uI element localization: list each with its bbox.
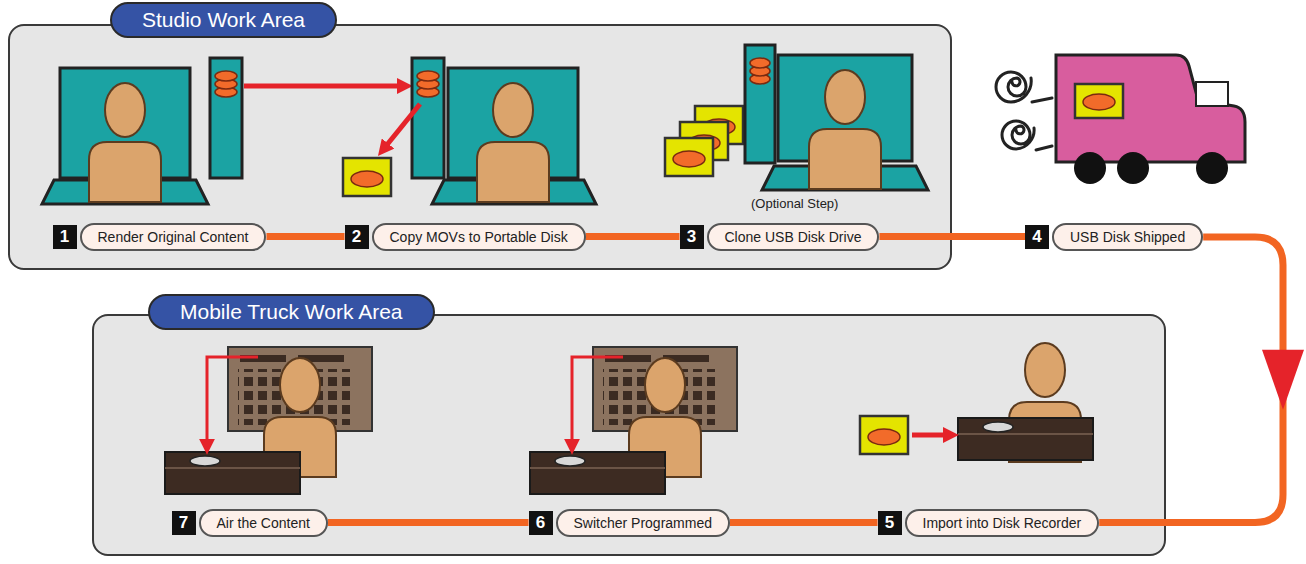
computer-tower bbox=[750, 58, 770, 68]
step-pill: 5Import into Disk Recorder bbox=[878, 509, 1100, 537]
motion-swirls bbox=[1002, 121, 1034, 149]
arrowhead bbox=[1262, 350, 1304, 410]
motion-swirls bbox=[996, 72, 1052, 150]
workstation bbox=[432, 68, 596, 204]
step-number: 5 bbox=[878, 511, 902, 535]
step-label: Clone USB Disk Drive bbox=[707, 223, 880, 251]
usb-disk bbox=[860, 416, 908, 454]
flow-connector bbox=[1099, 237, 1304, 523]
connector-line bbox=[879, 233, 1025, 240]
step-number: 4 bbox=[1025, 225, 1049, 249]
step-number: 2 bbox=[345, 225, 369, 249]
connector-line bbox=[586, 233, 680, 240]
connector-line bbox=[328, 519, 529, 526]
computer-tower bbox=[412, 58, 444, 178]
step-number: 7 bbox=[172, 511, 196, 535]
connector-line bbox=[730, 519, 878, 526]
step-pill: 2Copy MOVs to Portable Disk bbox=[345, 223, 586, 251]
flow-connector bbox=[586, 236, 680, 237]
computer-tower bbox=[745, 45, 775, 163]
person-figure bbox=[89, 83, 161, 202]
delivery-truck bbox=[1083, 94, 1115, 110]
workstation bbox=[42, 68, 208, 204]
step-label: Air the Content bbox=[199, 509, 328, 537]
step-label: Import into Disk Recorder bbox=[905, 509, 1100, 537]
import-arrow bbox=[912, 433, 946, 438]
flow-connector bbox=[266, 236, 344, 237]
delivery-truck bbox=[1056, 55, 1245, 162]
connector-line bbox=[266, 233, 344, 240]
step-pill: 6Switcher Programmed bbox=[529, 509, 731, 537]
area-heading: Mobile Truck Work Area bbox=[148, 294, 435, 330]
computer-tower bbox=[210, 58, 242, 178]
delivery-truck bbox=[1075, 84, 1123, 118]
step-note: (Optional Step) bbox=[751, 196, 838, 211]
step-label: Copy MOVs to Portable Disk bbox=[372, 223, 586, 251]
connector-line bbox=[1099, 237, 1283, 523]
delivery-truck bbox=[1196, 82, 1228, 106]
flow-connector bbox=[328, 522, 529, 523]
step-pill: 1Render Original Content bbox=[53, 223, 267, 251]
step-label: Render Original Content bbox=[80, 223, 267, 251]
step-number: 1 bbox=[53, 225, 77, 249]
flow-connector bbox=[730, 522, 878, 523]
person-figure bbox=[477, 83, 549, 202]
disk-recorder bbox=[958, 418, 1093, 460]
delivery-truck bbox=[1196, 152, 1228, 184]
delivery-truck bbox=[1056, 55, 1245, 184]
usb-disk bbox=[665, 138, 713, 176]
person-figure bbox=[809, 70, 881, 189]
step-label: Switcher Programmed bbox=[556, 509, 731, 537]
disk-recorder bbox=[165, 452, 300, 494]
control-arrow bbox=[207, 357, 258, 442]
step-pill: 4USB Disk Shipped bbox=[1025, 223, 1203, 251]
step-pill: 3Clone USB Disk Drive bbox=[680, 223, 880, 251]
copy-arrow bbox=[386, 104, 420, 146]
area-heading: Studio Work Area bbox=[110, 2, 337, 38]
computer-tower bbox=[745, 45, 775, 163]
motion-swirls bbox=[1032, 98, 1052, 102]
flow-connector bbox=[879, 236, 1025, 237]
step-label: USB Disk Shipped bbox=[1052, 223, 1203, 251]
copy-arrow bbox=[244, 84, 400, 89]
delivery-truck bbox=[1117, 152, 1149, 184]
motion-swirls bbox=[1036, 146, 1052, 150]
motion-swirls bbox=[996, 72, 1031, 102]
disk-recorder bbox=[530, 452, 665, 494]
step-number: 3 bbox=[680, 225, 704, 249]
delivery-truck bbox=[1074, 152, 1106, 184]
usb-disk bbox=[343, 158, 391, 196]
step-pill: 7Air the Content bbox=[172, 509, 328, 537]
step-number: 6 bbox=[529, 511, 553, 535]
workstation bbox=[762, 55, 928, 190]
control-arrow bbox=[572, 357, 623, 442]
